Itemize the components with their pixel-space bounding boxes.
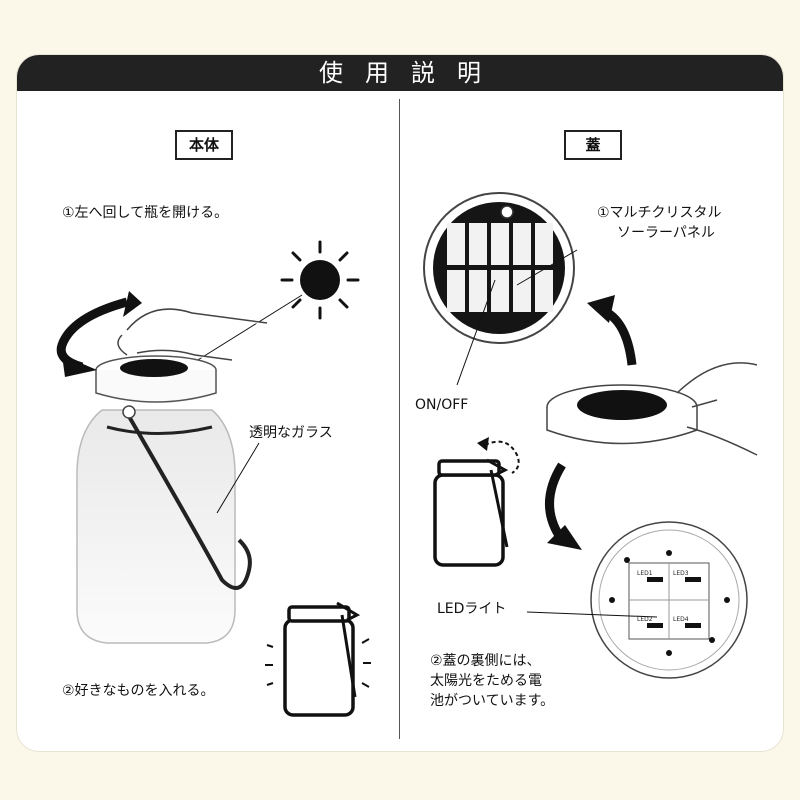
- sun-icon: [280, 240, 360, 320]
- led-pointer-line: [526, 611, 658, 618]
- moon-icon: [279, 577, 301, 605]
- switch-label: ON/OFF: [415, 397, 469, 413]
- lid-underside-illustration: [590, 521, 748, 679]
- body-section-label: 本体: [175, 130, 233, 160]
- board-label-led4: LED4: [673, 616, 689, 623]
- step1-text: ①左へ回して瓶を開ける。: [62, 205, 229, 221]
- small-jar-icon: [265, 601, 371, 717]
- solar-panel-illustration: [423, 192, 575, 344]
- solar-panel-label-line2: ソーラーパネル: [617, 225, 715, 241]
- instruction-card: 使用説明: [17, 55, 783, 751]
- board-label-led2: LED2: [637, 616, 653, 623]
- solar-panel-label-line1: ①マルチクリスタル: [597, 205, 722, 221]
- battery-note-line1: ②蓋の裏側には、: [430, 653, 541, 669]
- battery-note-line2: 太陽光をためる電: [430, 673, 542, 689]
- curved-arrow-down: [545, 462, 566, 543]
- small-jar-icon-right: [433, 437, 520, 567]
- glass-pointer-line: [216, 442, 260, 514]
- battery-note-line3: 池がついています。: [430, 693, 555, 709]
- board-label-led3: LED3: [673, 570, 689, 577]
- glass-label: 透明なガラス: [249, 425, 333, 441]
- led-label: LEDライト: [437, 601, 507, 617]
- lid-in-hand-illustration: [546, 362, 758, 456]
- lid-section-label: 蓋: [564, 130, 622, 160]
- illustration-layer: LED1 LED3 LED2 LED4: [56, 192, 758, 717]
- center-divider: [399, 99, 400, 739]
- switch-pointer-line: [456, 279, 496, 386]
- step2-text: ②好きなものを入れる。: [62, 683, 215, 699]
- solar-pointer-line: [516, 249, 578, 286]
- page-title: 使用説明: [17, 55, 783, 91]
- board-label-led1: LED1: [637, 570, 653, 577]
- glass-jar-illustration: [56, 291, 268, 644]
